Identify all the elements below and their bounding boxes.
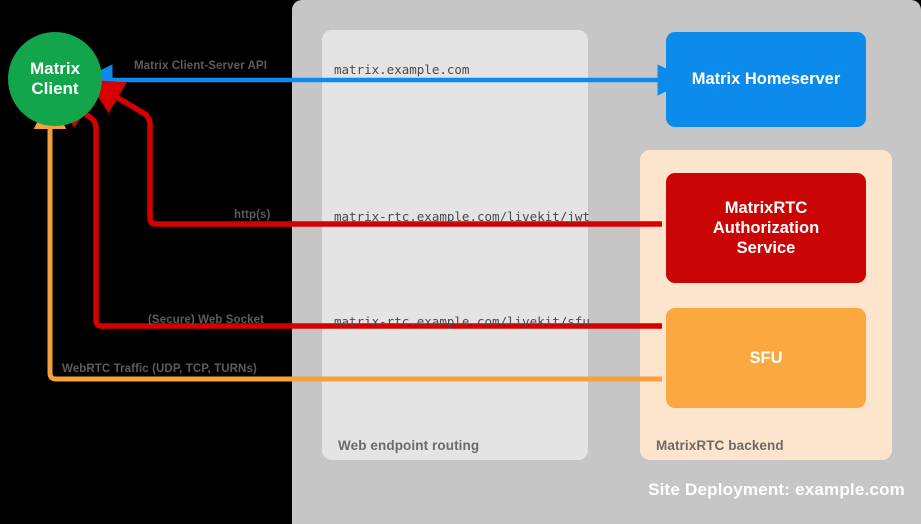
- url-label-livekit-jwt: matrix-rtc.example.com/livekit/jwt: [334, 209, 590, 224]
- edge-label-websocket: (Secure) Web Socket: [148, 314, 265, 326]
- node-auth-label-line2: Authorization: [712, 218, 820, 237]
- edge-label-http: http(s): [234, 209, 271, 221]
- node-matrix-client[interactable]: Matrix Client: [8, 32, 102, 126]
- url-label-livekit-sfu: matrix-rtc.example.com/livekit/sfu: [334, 314, 590, 329]
- node-auth-label-line3: Service: [736, 239, 796, 258]
- node-sfu-label: SFU: [749, 348, 783, 367]
- node-matrix-homeserver[interactable]: Matrix Homeserver: [666, 32, 866, 127]
- edge-label-client-server-api: Matrix Client-Server API: [134, 60, 267, 72]
- label-matrixrtc-backend: MatrixRTC backend: [656, 438, 784, 453]
- url-label-matrix-example-com: matrix.example.com: [334, 62, 470, 77]
- site-deployment-title: Site Deployment: example.com: [648, 480, 905, 499]
- node-matrix-client-label-line1: Matrix: [29, 58, 81, 78]
- node-matrixrtc-authorization-service[interactable]: MatrixRTC Authorization Service: [666, 173, 866, 283]
- edge-label-webrtc-traffic: WebRTC Traffic (UDP, TCP, TURNs): [62, 363, 257, 375]
- node-sfu[interactable]: SFU: [666, 308, 866, 408]
- node-matrix-client-label-line2: Client: [31, 79, 79, 98]
- node-auth-label-line1: MatrixRTC: [724, 198, 808, 217]
- web-endpoint-routing-container: [322, 30, 588, 460]
- node-matrix-homeserver-label: Matrix Homeserver: [691, 70, 841, 89]
- label-web-endpoint-routing: Web endpoint routing: [338, 438, 480, 453]
